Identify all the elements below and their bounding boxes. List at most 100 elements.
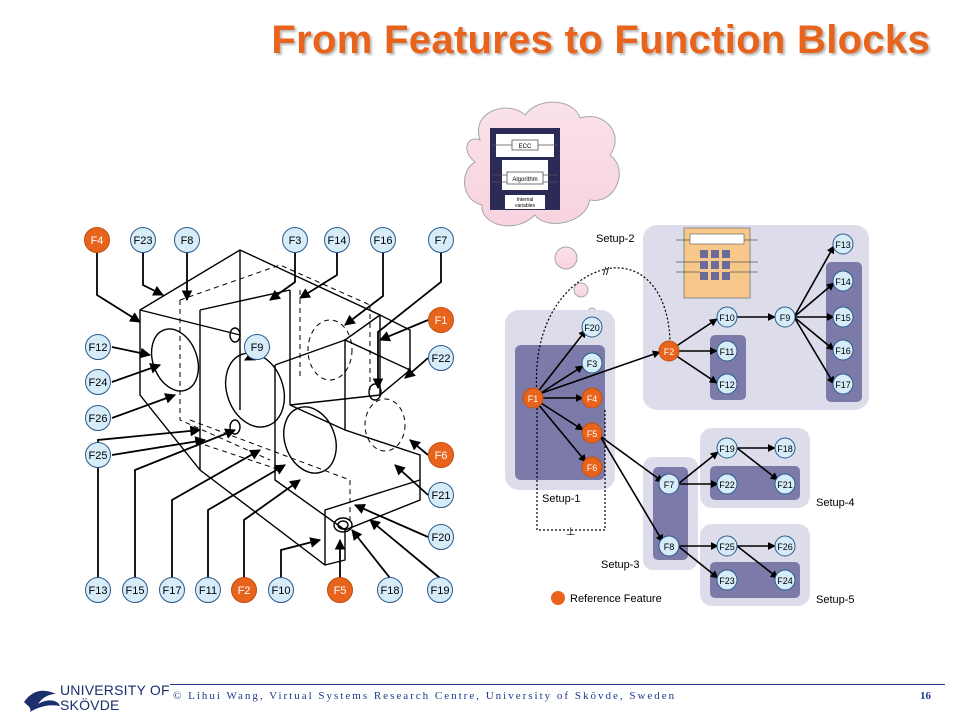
graph-node-f3: F3 (581, 352, 603, 374)
part-label-f9: F9 (244, 334, 270, 360)
graph-node-f22-text: F22 (719, 480, 735, 490)
part-label-f17-text: F17 (163, 585, 182, 597)
graph-node-f2-circle (658, 340, 680, 362)
part-label-f21-circle (428, 482, 454, 508)
part-label-f14-text: F14 (328, 235, 347, 247)
graph-node-f4: F4 (581, 387, 603, 409)
graph-node-f15-circle (832, 306, 854, 328)
graph-node-f25: F25 (716, 535, 738, 557)
part-label-f24-text: F24 (89, 377, 108, 389)
graph-node-f19-text: F19 (719, 444, 735, 454)
part-label-f26: F26 (85, 405, 111, 431)
break-mark: // (603, 266, 610, 278)
graph-node-f10-text: F10 (719, 313, 735, 323)
slide-title: From Features to Function Blocks (271, 18, 930, 62)
graph-node-f24-circle (774, 569, 796, 591)
part-label-f22-text: F22 (432, 353, 451, 365)
graph-node-f7-circle (658, 473, 680, 495)
part-label-f16-text: F16 (374, 235, 393, 247)
graph-node-f5: F5 (581, 422, 603, 444)
graph-node-f12-text: F12 (719, 380, 735, 390)
function-block-icon (676, 227, 758, 299)
part-label-f3: F3 (282, 227, 308, 253)
part-label-f6-circle (428, 442, 454, 468)
part-label-f22: F22 (428, 345, 454, 371)
graph-node-f21-circle (774, 473, 796, 495)
part-label-f2: F2 (231, 577, 257, 603)
graph-node-f14-circle (832, 270, 854, 292)
part-label-f13-circle (85, 577, 111, 603)
part-label-f11: F11 (195, 577, 221, 603)
graph-node-f2: F2 (658, 340, 680, 362)
graph-node-f19: F19 (716, 437, 738, 459)
graph-node-f21-text: F21 (777, 480, 793, 490)
graph-node-f17-text: F17 (835, 380, 851, 390)
graph-node-f7: F7 (658, 473, 680, 495)
part-label-f23: F23 (130, 227, 156, 253)
part-label-f9-circle (244, 334, 270, 360)
graph-node-f5-circle (581, 422, 603, 444)
graph-node-f13: F13 (832, 233, 854, 255)
part-label-f10: F10 (268, 577, 294, 603)
graph-node-f2-text: F2 (664, 347, 675, 357)
part-label-f2-text: F2 (238, 585, 251, 597)
part-label-f12-circle (85, 334, 111, 360)
reference-legend-label: Reference Feature (570, 593, 662, 605)
graph-node-f8-circle (658, 535, 680, 557)
part-label-f1-text: F1 (435, 315, 448, 327)
part-label-f11-text: F11 (199, 585, 217, 597)
graph-node-f11-text: F11 (720, 347, 735, 357)
graph-node-f10: F10 (716, 306, 738, 328)
graph-node-f16: F16 (832, 339, 854, 361)
part-label-f21-text: F21 (432, 490, 451, 502)
graph-node-f6-circle (581, 456, 603, 478)
part-label-f19-text: F19 (431, 585, 450, 597)
part-label-f3-text: F3 (289, 235, 302, 247)
part-label-f25-circle (85, 442, 111, 468)
part-label-f20-circle (428, 524, 454, 550)
part-label-f7-circle (428, 227, 454, 253)
graph-node-f12-circle (716, 373, 738, 395)
part-label-f17: F17 (159, 577, 185, 603)
setup-1-label: Setup-1 (542, 493, 581, 505)
graph-node-f14: F14 (832, 270, 854, 292)
setup-4-label: Setup-4 (816, 497, 855, 509)
university-logo-icon (24, 690, 60, 712)
part-label-f4-text: F4 (91, 235, 104, 247)
graph-node-f23-circle (716, 569, 738, 591)
graph-node-f20-circle (581, 316, 603, 338)
variables-label: variables (515, 203, 536, 209)
graph-node-f23-text: F23 (719, 576, 735, 586)
graph-node-f17: F17 (832, 373, 854, 395)
graph-node-f11-circle (716, 340, 738, 362)
graph-node-f7-text: F7 (664, 480, 675, 490)
part-label-f5-text: F5 (334, 585, 347, 597)
graph-nodes: F1F20F3F4F5F6F2F10F11F12F9F13F14F15F16F1… (522, 233, 854, 591)
footer-copyright: © Lihui Wang, Virtual Systems Research C… (173, 690, 677, 702)
university-name-line2: SKÖVDE (60, 697, 120, 713)
part-label-f18: F18 (377, 577, 403, 603)
graph-node-f26-circle (774, 535, 796, 557)
graph-node-f4-circle (581, 387, 603, 409)
part-label-f9-text: F9 (251, 342, 264, 354)
reference-legend-icon (551, 591, 565, 605)
graph-node-f17-circle (832, 373, 854, 395)
graph-node-f24: F24 (774, 569, 796, 591)
part-label-f6: F6 (428, 442, 454, 468)
part-label-f1: F1 (428, 307, 454, 333)
graph-node-f24-text: F24 (777, 576, 793, 586)
footer-divider (170, 684, 945, 685)
part-label-f8-circle (174, 227, 200, 253)
graph-node-f5-text: F5 (587, 429, 598, 439)
graph-node-f18-text: F18 (777, 444, 793, 454)
part-label-f16: F16 (370, 227, 396, 253)
graph-node-f15: F15 (832, 306, 854, 328)
leader-lines (96, 252, 442, 579)
graph-node-f25-circle (716, 535, 738, 557)
part-label-f18-text: F18 (381, 585, 400, 597)
part-label-f17-circle (159, 577, 185, 603)
part-label-f12: F12 (85, 334, 111, 360)
graph-node-f22-circle (716, 473, 738, 495)
